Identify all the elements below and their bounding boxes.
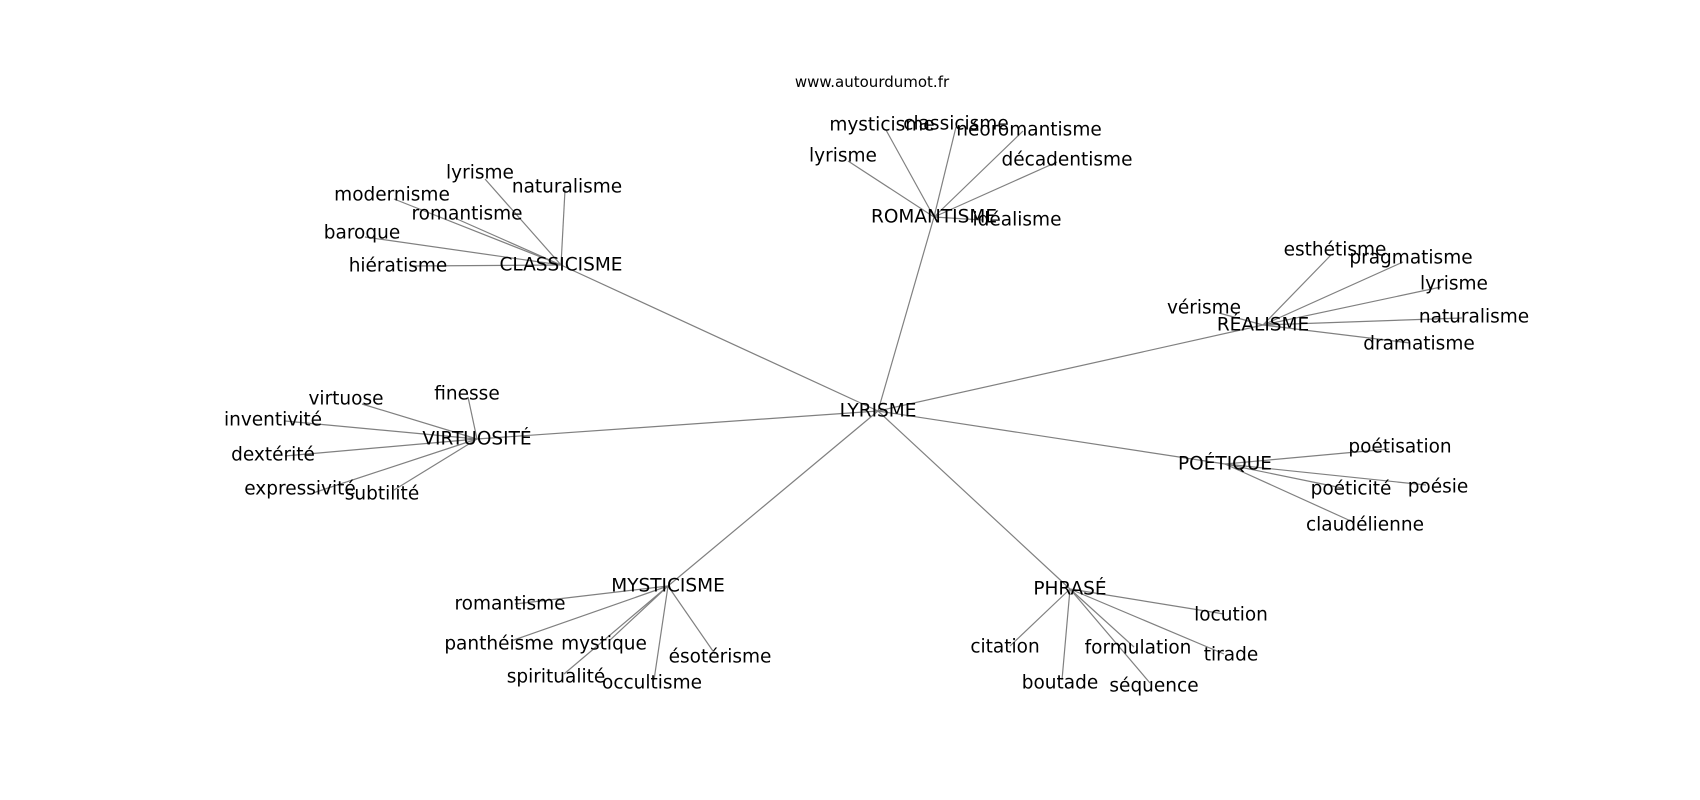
edge-hub-to-leaf	[847, 160, 935, 218]
leaf-node-label: vérisme	[1167, 298, 1241, 319]
leaf-node-label: occultisme	[602, 673, 702, 694]
edge-hub-to-leaf	[284, 438, 478, 457]
leaf-node-label: classicisme	[903, 114, 1008, 135]
leaf-node-label: claudélienne	[1306, 515, 1424, 536]
edge-center-to-hub	[560, 264, 879, 412]
edge-center-to-hub	[667, 410, 879, 587]
leaf-node-label: esthétisme	[1284, 240, 1387, 261]
edge-hub-to-leaf	[1069, 588, 1225, 615]
leaf-node-label: panthéisme	[444, 634, 553, 655]
edge-hub-to-leaf	[885, 129, 935, 218]
edge-hub-to-leaf	[312, 438, 478, 494]
edge-hub-to-leaf	[1224, 463, 1354, 523]
edge-hub-to-leaf	[484, 178, 562, 266]
edge-hub-to-leaf	[563, 585, 669, 675]
leaf-node-label: citation	[970, 637, 1039, 658]
edge-hub-to-leaf	[1262, 261, 1404, 326]
leaf-node-label: naturalisme	[512, 177, 622, 198]
edge-hub-to-leaf	[393, 438, 478, 491]
edge-hub-to-leaf	[409, 264, 562, 267]
leaf-node-label: ésotérisme	[669, 647, 772, 668]
leaf-node-label: poéticité	[1311, 479, 1392, 500]
leaf-node-label: poésie	[1408, 477, 1469, 498]
leaf-node-label: inventivité	[224, 410, 322, 431]
edge-hub-to-leaf	[933, 126, 957, 218]
hub-node-label: CLASSICISME	[499, 255, 622, 276]
leaf-node-label: boutade	[1022, 673, 1099, 694]
graph-labels: www.autourdumot.fr mysticismeclassicisme…	[224, 73, 1529, 697]
edge-hub-to-leaf	[933, 161, 1058, 218]
leaf-node-label: naturalisme	[1419, 307, 1529, 328]
hub-node-label: PHRASÉ	[1033, 578, 1106, 600]
edge-hub-to-leaf	[1069, 588, 1151, 684]
leaf-node-label: poétisation	[1348, 437, 1451, 458]
leaf-node-label: formulation	[1085, 638, 1192, 659]
edge-hub-to-leaf	[510, 585, 669, 642]
leaf-node-label: expressivité	[244, 479, 355, 500]
leaf-node-label: romantisme	[454, 594, 565, 615]
edge-hub-to-leaf	[1224, 448, 1390, 465]
edge-hub-to-leaf	[1262, 317, 1463, 326]
center-node-label: LYRISME	[840, 401, 917, 422]
edge-hub-to-leaf	[361, 403, 478, 440]
edge-hub-to-leaf	[364, 236, 562, 266]
leaf-node-label: idéalisme	[973, 210, 1062, 231]
edge-hub-to-leaf	[1061, 588, 1071, 681]
leaf-node-label: décadentisme	[1002, 150, 1133, 171]
watermark-text: www.autourdumot.fr	[795, 73, 950, 91]
edge-hub-to-leaf	[560, 189, 566, 266]
leaf-node-label: dextérité	[231, 445, 315, 466]
edge-hub-to-leaf	[284, 420, 478, 440]
leaf-node-label: locution	[1194, 605, 1268, 626]
edge-center-to-hub	[877, 216, 935, 412]
leaf-node-label: modernisme	[334, 185, 450, 206]
edge-hub-to-leaf	[1262, 324, 1411, 344]
edge-hub-to-leaf	[467, 396, 478, 440]
hub-node-label: MYSTICISME	[611, 576, 725, 597]
edge-hub-to-leaf	[933, 216, 983, 221]
edge-center-to-hub	[877, 324, 1264, 412]
hub-node-label: VIRTUOSITÉ	[422, 428, 531, 450]
edge-hub-to-leaf	[514, 585, 669, 605]
leaf-node-label: tirade	[1204, 645, 1258, 666]
leaf-node-label: mystique	[561, 634, 647, 655]
leaf-node-label: lyrisme	[446, 163, 514, 184]
hub-node-label: ROMANTISME	[871, 207, 997, 228]
edge-center-to-hub	[877, 410, 1071, 590]
hub-node-label: RÉALISME	[1217, 314, 1309, 336]
leaf-node-label: hiératisme	[349, 256, 448, 277]
leaf-node-label: spiritualité	[507, 667, 606, 688]
leaf-node-label: lyrisme	[1420, 274, 1488, 295]
leaf-node-label: lyrisme	[809, 146, 877, 167]
leaf-node-label: séquence	[1109, 676, 1198, 697]
edge-hub-to-leaf	[1069, 588, 1135, 648]
edge-hub-to-leaf	[1224, 463, 1343, 489]
graph-edges	[284, 126, 1463, 684]
edge-hub-to-leaf	[933, 130, 1024, 218]
edge-hub-to-leaf	[1218, 312, 1264, 326]
leaf-node-label: pragmatisme	[1349, 248, 1472, 269]
edge-hub-to-leaf	[1262, 254, 1332, 326]
edge-hub-to-leaf	[667, 585, 716, 655]
edge-hub-to-leaf	[653, 585, 669, 681]
edge-hub-to-leaf	[1262, 286, 1442, 326]
leaf-node-label: dramatisme	[1363, 334, 1474, 355]
leaf-node-label: mysticisme	[829, 115, 934, 136]
leaf-node-label: subtilité	[345, 484, 419, 505]
edge-center-to-hub	[877, 410, 1226, 465]
leaf-node-label: finesse	[434, 384, 499, 405]
leaf-node-label: romantisme	[411, 204, 522, 225]
hub-node-label: POÉTIQUE	[1178, 453, 1272, 475]
edge-center-to-hub	[476, 410, 879, 440]
edge-hub-to-leaf	[608, 585, 669, 642]
edge-hub-to-leaf	[1224, 463, 1427, 486]
leaf-node-label: néoromantisme	[956, 120, 1101, 141]
edge-hub-to-leaf	[1009, 588, 1071, 647]
edge-hub-to-leaf	[393, 198, 562, 266]
leaf-node-label: virtuose	[308, 389, 383, 410]
edge-hub-to-leaf	[1069, 588, 1225, 655]
edge-hub-to-leaf	[456, 218, 562, 266]
leaf-node-label: baroque	[324, 223, 400, 244]
